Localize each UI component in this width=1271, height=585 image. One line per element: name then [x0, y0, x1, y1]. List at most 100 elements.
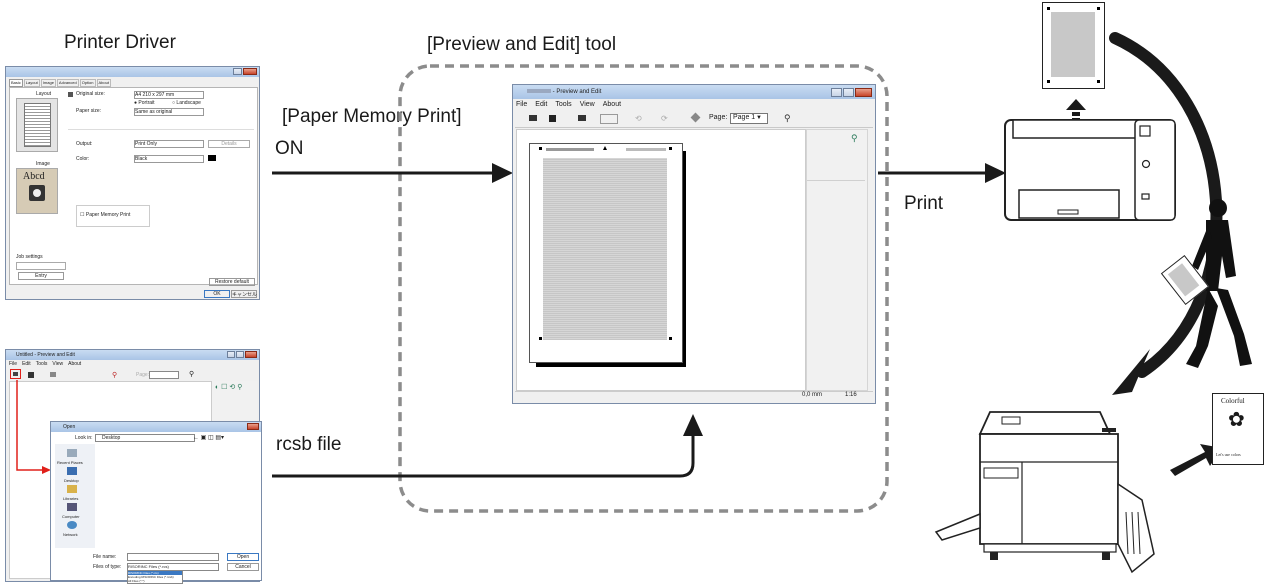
rcsb-arrowhead: [683, 414, 703, 436]
page-select-chevron-icon[interactable]: ▼: [756, 115, 762, 121]
save-icon[interactable]: [28, 372, 34, 378]
color-label: Color:: [76, 156, 90, 162]
print-icon[interactable]: [50, 372, 56, 377]
open-icon[interactable]: [529, 115, 537, 121]
menu-file[interactable]: File: [516, 101, 528, 108]
original-size-select[interactable]: A4 210 x 297 mm: [134, 91, 204, 99]
preview-tool-heading: [Preview and Edit] tool: [427, 34, 617, 55]
undo-icon[interactable]: ⟲: [635, 114, 642, 123]
page-label: Page:: [709, 114, 728, 121]
close-icon[interactable]: [855, 88, 872, 97]
crop-mark: [539, 147, 542, 150]
pin-icon[interactable]: ⚲: [784, 113, 791, 123]
tab-about[interactable]: About: [96, 79, 111, 87]
file-name-label: File name:: [93, 554, 117, 560]
close-icon[interactable]: [243, 68, 257, 75]
menu-about[interactable]: About: [68, 361, 82, 367]
place-network[interactable]: Network: [63, 532, 78, 537]
look-in-select[interactable]: Desktop: [95, 434, 195, 442]
output-label: Output:: [76, 141, 93, 147]
save-icon[interactable]: [549, 115, 556, 122]
close-icon[interactable]: [245, 351, 257, 358]
minimize-icon[interactable]: [227, 351, 235, 358]
place-libraries[interactable]: Libraries: [63, 496, 79, 501]
redo-icon[interactable]: ⟳: [661, 114, 668, 123]
page-content: [543, 158, 667, 340]
tab-option[interactable]: Option: [79, 79, 96, 87]
portrait-radio[interactable]: ● Portrait: [134, 100, 155, 106]
page-header-text-right: [626, 148, 666, 151]
eraser-icon[interactable]: [690, 112, 701, 123]
menu-tools[interactable]: Tools: [35, 361, 48, 367]
libraries-icon[interactable]: [67, 485, 77, 493]
maximize-icon[interactable]: [843, 88, 854, 97]
untitled-titlebar: [6, 350, 259, 360]
details-button[interactable]: Details: [208, 140, 250, 148]
side-panel-divider: [807, 180, 865, 181]
tab-image[interactable]: Image: [40, 79, 56, 87]
open-icon[interactable]: [13, 372, 18, 376]
dropdown-option[interactable]: All Files (*.*): [128, 579, 145, 583]
restore-default-button[interactable]: Restore default: [209, 278, 255, 286]
preview-menu-bar: File Edit Tools View About: [516, 101, 621, 108]
maximize-icon[interactable]: [236, 351, 244, 358]
print-label: Print: [904, 193, 944, 214]
nav-icons[interactable]: ← ▣ ◫ ▤▾: [193, 435, 225, 441]
zoom-icon[interactable]: ⚲: [851, 133, 858, 143]
menu-tools[interactable]: Tools: [555, 101, 572, 108]
page-select[interactable]: [149, 371, 179, 379]
job-settings-select[interactable]: [16, 262, 66, 270]
place-recent[interactable]: Recent Places: [57, 460, 83, 465]
printer-driver-heading: Printer Driver: [64, 32, 176, 53]
files-of-type-label: Files of type:: [93, 564, 122, 570]
open-button[interactable]: Open: [227, 553, 259, 561]
desktop-icon[interactable]: [67, 467, 77, 475]
place-desktop[interactable]: Desktop: [64, 478, 79, 483]
portrait-label: Portrait: [138, 100, 155, 106]
recent-places-icon[interactable]: [67, 449, 77, 457]
leaflet-caption: Let's use colors: [1216, 452, 1241, 457]
preview-side-panel: [806, 129, 868, 391]
paper-memory-checkbox-label: Paper Memory Print: [85, 212, 131, 218]
open-icon-highlight[interactable]: [10, 369, 21, 379]
menu-file[interactable]: File: [9, 361, 18, 367]
tab-basic[interactable]: Basic: [9, 79, 23, 87]
menu-edit[interactable]: Edit: [22, 361, 31, 367]
original-size-label: Original size:: [76, 91, 105, 97]
dropdown-option[interactable]: Encoding RISORINC Files (*.rcsb): [128, 575, 174, 579]
close-icon[interactable]: [247, 423, 259, 430]
printer-icon: [68, 92, 73, 97]
cancel-button[interactable]: Cancel: [227, 563, 259, 571]
landscape-radio[interactable]: ○ Landscape: [172, 100, 201, 106]
place-computer[interactable]: Computer: [62, 514, 80, 519]
menu-view[interactable]: View: [579, 101, 595, 108]
page-select[interactable]: Page 1: [730, 113, 768, 124]
side-tool-icons[interactable]: ◐ ☐ ⟲ ⚲: [215, 384, 243, 391]
menu-edit[interactable]: Edit: [535, 101, 548, 108]
flower-icon: ✿: [1228, 409, 1245, 431]
ok-button[interactable]: OK: [204, 290, 230, 298]
entry-button[interactable]: Entry: [18, 272, 64, 280]
page-view-icon[interactable]: [600, 114, 618, 124]
tab-layout[interactable]: Layout: [23, 79, 40, 87]
paper-size-select[interactable]: Same as original: [134, 108, 204, 116]
pin-icon[interactable]: ⚲: [189, 371, 195, 378]
dropdown-option[interactable]: RISORINC Files (*.rcs): [128, 571, 182, 575]
paper-memory-checkbox[interactable]: ☐ Paper Memory Print: [80, 212, 131, 218]
minimize-icon[interactable]: [831, 88, 842, 97]
color-select[interactable]: Black: [134, 155, 204, 163]
pin-icon[interactable]: ⚲: [112, 372, 118, 379]
file-name-input[interactable]: [127, 553, 219, 561]
cancel-button[interactable]: キャンセル: [231, 290, 258, 298]
menu-view[interactable]: View: [52, 361, 64, 367]
network-icon[interactable]: [67, 521, 77, 529]
menu-about[interactable]: About: [602, 101, 622, 108]
computer-icon[interactable]: [67, 503, 77, 511]
output-select[interactable]: Print Only: [134, 140, 204, 148]
tab-advanced[interactable]: Advanced: [56, 79, 79, 87]
job-settings-label: Job settings: [16, 254, 43, 260]
duplicator-illustration: [934, 411, 1155, 574]
landscape-label: Landscape: [176, 100, 201, 106]
maximize-icon[interactable]: [233, 68, 242, 75]
print-icon[interactable]: [578, 115, 586, 121]
